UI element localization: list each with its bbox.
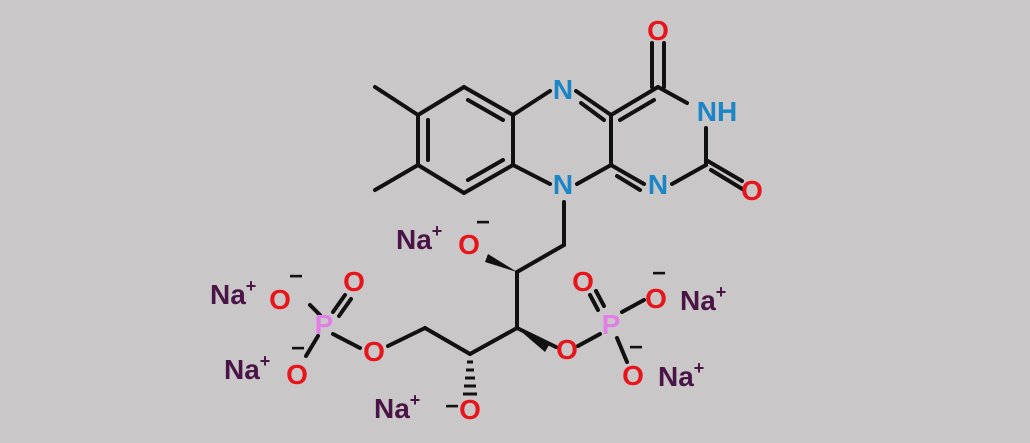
oxygen-p-right-bottom: O bbox=[622, 360, 644, 391]
sodium-ion: Na+ bbox=[680, 282, 726, 316]
bond bbox=[615, 174, 642, 192]
bond bbox=[656, 85, 689, 105]
hashed-bond bbox=[463, 360, 477, 396]
bond bbox=[579, 101, 606, 122]
minus-charge: − bbox=[289, 263, 303, 290]
bond bbox=[416, 85, 466, 117]
sodium-ion: Na+ bbox=[210, 276, 256, 310]
bond bbox=[331, 332, 362, 350]
wedge-bond bbox=[517, 328, 549, 352]
wedge-bond bbox=[485, 254, 517, 272]
sodium-ion: Na+ bbox=[224, 351, 270, 385]
oxygen-alkoxide-top: O bbox=[458, 229, 480, 260]
bond bbox=[594, 289, 606, 308]
nitrogen-n10: N bbox=[553, 169, 573, 200]
bond bbox=[618, 98, 656, 122]
bond bbox=[373, 163, 420, 192]
bond bbox=[515, 243, 566, 274]
bond bbox=[511, 89, 552, 117]
bond bbox=[304, 334, 320, 358]
bond bbox=[515, 326, 558, 349]
bond bbox=[462, 85, 515, 117]
bonds bbox=[304, 41, 746, 396]
bond bbox=[575, 163, 613, 186]
bond bbox=[468, 326, 519, 356]
bond bbox=[609, 163, 646, 186]
bond bbox=[423, 326, 472, 356]
bond bbox=[511, 163, 552, 186]
bond bbox=[331, 293, 347, 314]
sodium-ion: Na+ bbox=[374, 390, 420, 424]
bond bbox=[620, 298, 646, 314]
bond bbox=[615, 336, 629, 364]
minus-charge: − bbox=[629, 334, 643, 361]
minus-charge: − bbox=[291, 335, 305, 362]
bond bbox=[308, 303, 322, 317]
oxygen-p-right-top: O bbox=[645, 283, 667, 314]
nitrogen-n1: N bbox=[648, 169, 668, 200]
phosphorus-right: P bbox=[602, 309, 621, 340]
atom-labels: N N N NH O O O − O P O O − O − O − O P O… bbox=[269, 15, 763, 425]
sodium-ion: Na+ bbox=[658, 358, 704, 392]
bond bbox=[386, 326, 427, 348]
bond bbox=[462, 163, 515, 195]
oxygen-c4-carbonyl: O bbox=[647, 15, 669, 46]
oxygen-p-left-top: O bbox=[269, 284, 291, 315]
bond bbox=[466, 98, 505, 122]
bond bbox=[337, 297, 353, 318]
bond bbox=[416, 163, 466, 195]
oxygen-p-left-bottom: O bbox=[286, 359, 308, 390]
bond bbox=[576, 332, 602, 348]
sodium-ion: Na+ bbox=[396, 221, 442, 255]
oxygen-ester-right: O bbox=[556, 334, 578, 365]
minus-charge: − bbox=[445, 393, 459, 420]
oxygen-ester-left: O bbox=[363, 336, 385, 367]
bond bbox=[704, 158, 744, 183]
minus-charge: − bbox=[476, 209, 490, 236]
bond bbox=[466, 158, 505, 182]
bond bbox=[574, 89, 613, 117]
oxygen-c2-carbonyl: O bbox=[741, 175, 763, 206]
oxygen-p-left-double: O bbox=[343, 266, 365, 297]
phosphorus-left: P bbox=[315, 309, 334, 340]
nitrogen-nh: NH bbox=[697, 96, 737, 127]
bond bbox=[373, 85, 420, 117]
bond bbox=[670, 163, 708, 186]
bond bbox=[588, 293, 600, 312]
bond bbox=[609, 85, 660, 117]
oxygen-alkoxide-bottom: O bbox=[459, 394, 481, 425]
minus-charge: − bbox=[652, 260, 666, 287]
oxygen-p-right-double: O bbox=[572, 266, 594, 297]
bond bbox=[709, 168, 746, 192]
sodium-counterions: Na+ Na+ Na+ Na+ Na+ Na+ bbox=[210, 221, 726, 424]
nitrogen-n5: N bbox=[553, 74, 573, 105]
